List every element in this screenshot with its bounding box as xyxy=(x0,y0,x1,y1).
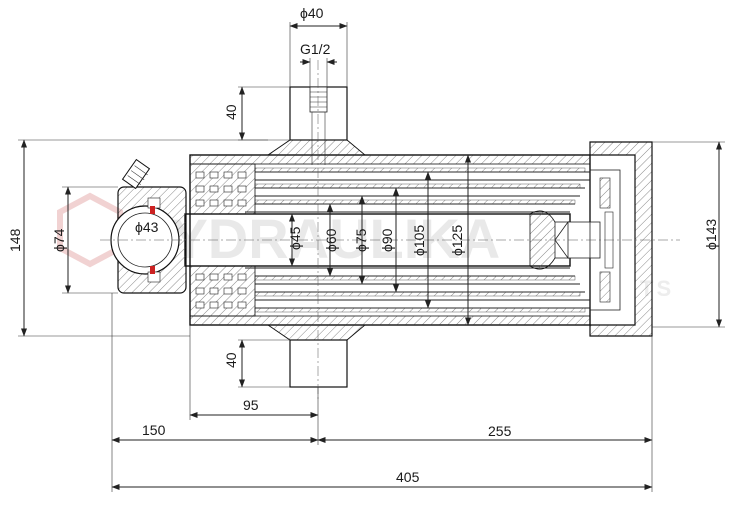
base-cap xyxy=(589,141,653,337)
label-eye-diameter: ϕ74 xyxy=(51,228,67,252)
label-bottom-port-height: 40 xyxy=(223,352,239,368)
bottom-port xyxy=(266,324,367,388)
label-stage-2: ϕ60 xyxy=(323,228,339,252)
label-stage-4: ϕ90 xyxy=(379,228,395,252)
dim-port-offset: 95 xyxy=(189,325,319,420)
dim-eye-diameter: ϕ74 xyxy=(51,186,118,294)
label-port-offset: 95 xyxy=(243,397,259,413)
label-top-port-diameter: ϕ40 xyxy=(300,5,324,21)
dim-stages: ϕ45 ϕ60 ϕ75 ϕ90 ϕ105 ϕ125 xyxy=(287,154,471,326)
dim-top-port-diameter: ϕ40 xyxy=(289,5,348,87)
barrel-wall-bottom xyxy=(189,315,591,326)
top-port xyxy=(266,86,367,165)
label-stage-1: ϕ45 xyxy=(287,226,303,250)
label-stage-6: ϕ125 xyxy=(449,225,465,256)
label-overall-height: 148 xyxy=(7,228,23,252)
dim-lengths: 150 255 xyxy=(111,293,653,492)
label-stage-3: ϕ75 xyxy=(353,228,369,252)
label-length-left: 150 xyxy=(142,422,166,438)
label-ball-diameter: ϕ43 xyxy=(135,219,159,235)
label-top-port-height: 40 xyxy=(223,104,239,120)
watermark-hexagon-logo xyxy=(57,192,123,268)
label-base-diameter: ϕ143 xyxy=(703,219,719,250)
dim-thread: G1/2 xyxy=(300,41,337,87)
dim-overall-height: 148 xyxy=(7,139,268,337)
dim-bottom-port-height: 40 xyxy=(223,339,290,388)
dim-length-total: 405 xyxy=(111,469,653,490)
dim-top-port-height: 40 xyxy=(223,86,290,141)
label-length-total: 405 xyxy=(396,469,420,485)
cylinder-body xyxy=(184,141,653,337)
watermark: HYDRAULIKA TS xyxy=(57,192,671,301)
watermark-brand: HYDRAULIKA xyxy=(130,207,500,270)
stage-walls xyxy=(254,167,586,313)
label-length-right: 255 xyxy=(488,423,512,439)
dim-base-diameter: ϕ143 xyxy=(652,141,725,328)
label-stage-5: ϕ105 xyxy=(411,225,427,256)
label-thread: G1/2 xyxy=(300,41,331,57)
barrel-wall-top xyxy=(189,154,591,165)
